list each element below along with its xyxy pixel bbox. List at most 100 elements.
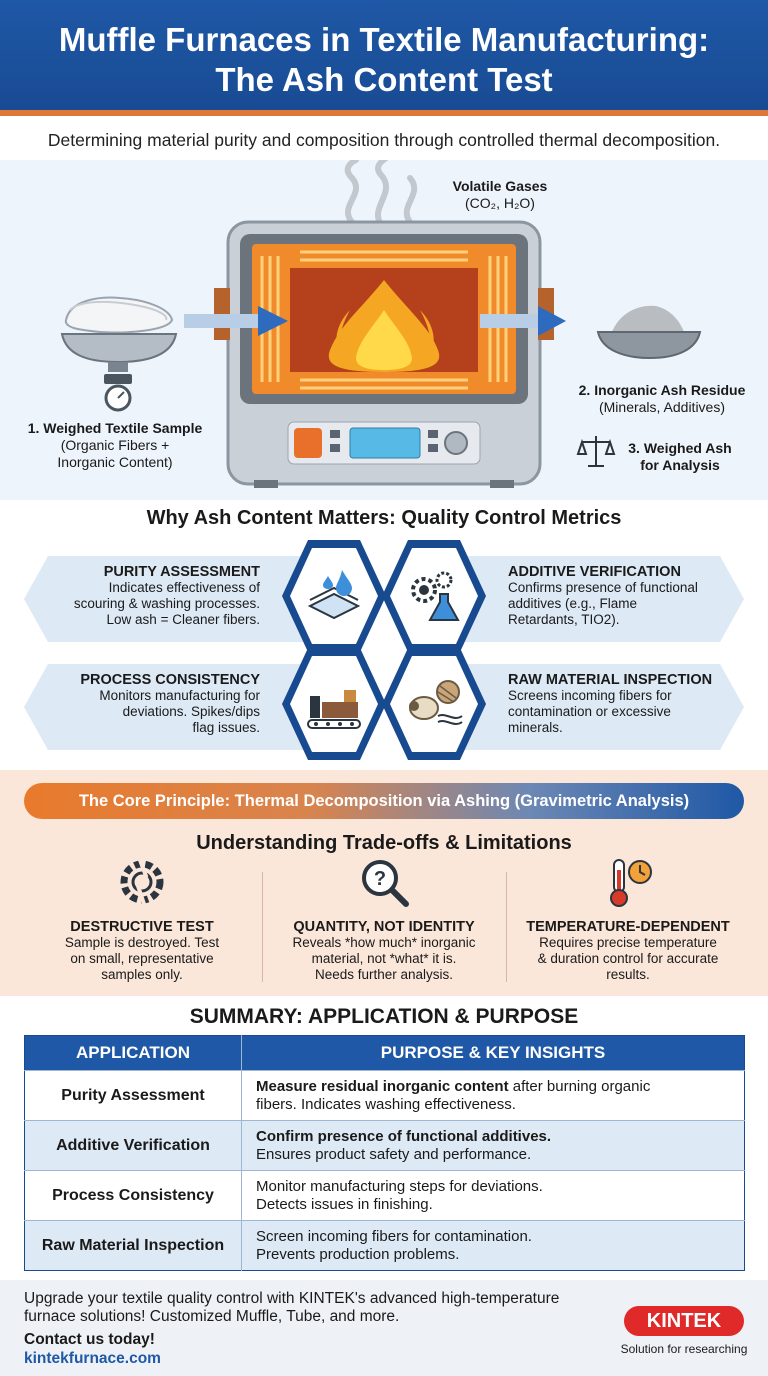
smoke-icon xyxy=(344,160,418,229)
title-line-1: Muffle Furnaces in Textile Manufacturing… xyxy=(58,21,710,58)
row-purpose-bold: Measure residual inorganic content xyxy=(256,1077,509,1095)
row-purpose: Screen incoming fibers for contamination… xyxy=(241,1220,745,1271)
process-card-text: PROCESS CONSISTENCY Monitors manufacturi… xyxy=(64,672,260,736)
svg-text:?: ? xyxy=(374,868,386,890)
row-purpose-line-2: fibers. Indicates washing effectiveness. xyxy=(256,1095,516,1113)
table-row: Process Consistency Monitor manufacturin… xyxy=(24,1170,745,1221)
step-3-label: 3. Weighed Ash for Analysis xyxy=(620,440,740,474)
title-line-2: The Ash Content Test xyxy=(215,61,553,98)
row-purpose: Measure residual inorganic content after… xyxy=(241,1070,745,1121)
website-link[interactable]: kintekfurnace.com xyxy=(24,1350,161,1367)
table-row: Additive Verification Confirm presence o… xyxy=(24,1120,745,1171)
purity-title: PURITY ASSESSMENT xyxy=(103,564,260,580)
tradeoff-quantity-line-2: material, not *what* it is. xyxy=(311,951,457,966)
step-3-line-2: for Analysis xyxy=(640,457,720,473)
row-purpose-line-2: Prevents production problems. xyxy=(256,1245,460,1263)
tradeoff-destructive: DESTRUCTIVE TEST Sample is destroyed. Te… xyxy=(22,856,262,983)
additive-line-3: Retardants, TIO2). xyxy=(508,612,620,627)
process-line-2: deviations. Spikes/dips xyxy=(122,704,260,719)
raw-title: RAW MATERIAL INSPECTION xyxy=(508,672,713,688)
muffle-furnace-icon xyxy=(214,220,554,488)
row-purpose-line-2: Ensures product safety and performance. xyxy=(256,1145,532,1163)
col-purpose-header: PURPOSE & KEY INSIGHTS xyxy=(241,1035,745,1071)
broken-gear-icon xyxy=(120,859,164,905)
arrow-in-icon xyxy=(184,306,288,336)
hex-process xyxy=(282,648,386,760)
process-card xyxy=(24,664,324,750)
raw-line-1: Screens incoming fibers for xyxy=(508,688,672,703)
textile-sample-icon xyxy=(60,296,178,372)
row-purpose-bold: Confirm presence of functional additives… xyxy=(256,1127,552,1145)
step-1-title: 1. Weighed Textile Sample xyxy=(27,420,203,436)
tradeoff-temperature-line-3: results. xyxy=(606,967,650,982)
step-1-label: 1. Weighed Textile Sample (Organic Fiber… xyxy=(10,420,220,471)
tradeoff-temperature-line-2: & duration control for accurate xyxy=(537,951,719,966)
purity-line-1: Indicates effectiveness of xyxy=(108,580,260,595)
row-application: Process Consistency xyxy=(24,1170,242,1221)
additive-title: ADDITIVE VERIFICATION xyxy=(508,564,681,580)
row-purpose: Monitor manufacturing steps for deviatio… xyxy=(241,1170,745,1221)
gear-flask-icon xyxy=(411,571,460,621)
additive-card xyxy=(444,556,744,642)
tradeoff-destructive-line-3: samples only. xyxy=(101,967,183,982)
hex-purity xyxy=(282,540,386,652)
water-drop-cloth-icon xyxy=(307,570,361,620)
balance-scale-icon xyxy=(576,436,616,467)
table-row: Raw Material Inspection Screen incoming … xyxy=(24,1220,745,1271)
step-1-sub-line-2: Inorganic Content) xyxy=(57,454,173,470)
process-line-3: flag issues. xyxy=(192,720,260,735)
purity-card-text: PURITY ASSESSMENT Indicates effectivenes… xyxy=(64,564,260,628)
row-purpose-line-2: Detects issues in finishing. xyxy=(256,1195,433,1213)
footer-cta-line-2: furnace solutions! Customized Muffle, Tu… xyxy=(24,1308,400,1325)
tradeoff-temperature-title: TEMPERATURE-DEPENDENT xyxy=(526,919,730,935)
summary-title: SUMMARY: APPLICATION & PURPOSE xyxy=(189,1005,579,1028)
step-2-label: 2. Inorganic Ash Residue (Minerals, Addi… xyxy=(562,382,762,416)
tradeoff-destructive-line-2: on small, representative xyxy=(70,951,214,966)
row-purpose-rest: Monitor manufacturing steps for deviatio… xyxy=(256,1177,543,1195)
tradeoff-divider-2 xyxy=(506,872,507,982)
tradeoff-divider-1 xyxy=(262,872,263,982)
page-subtitle: Determining material purity and composit… xyxy=(47,130,721,150)
header-banner xyxy=(0,0,768,116)
weighing-scale-icon xyxy=(104,374,132,412)
additive-card-text: ADDITIVE VERIFICATION Confirms presence … xyxy=(508,564,728,628)
step-2-sub: (Minerals, Additives) xyxy=(598,399,726,415)
footer-cta-line-1: Upgrade your textile quality control wit… xyxy=(24,1290,560,1307)
magnifier-question-icon: ? xyxy=(362,860,409,907)
page-title: Muffle Furnaces in Textile Manufacturing… xyxy=(0,20,768,100)
tradeoff-quantity-line-1: Reveals *how much* inorganic xyxy=(292,935,476,950)
row-application: Purity Assessment xyxy=(24,1070,242,1121)
tradeoff-destructive-title: DESTRUCTIVE TEST xyxy=(70,919,214,935)
tradeoff-quantity-title: QUANTITY, NOT IDENTITY xyxy=(293,919,475,935)
logo-tagline: Solution for researching xyxy=(620,1342,748,1356)
additive-line-2: additives (e.g., Flame xyxy=(508,596,638,611)
raw-material-card xyxy=(444,664,744,750)
row-purpose-rest: Screen incoming fibers for contamination… xyxy=(256,1227,532,1245)
volatile-gases-title: Volatile Gases xyxy=(452,178,548,194)
table-row: Purity Assessment Measure residual inorg… xyxy=(24,1070,745,1121)
hex-additive xyxy=(382,540,486,652)
volatile-gases-sub: (CO₂, H₂O) xyxy=(465,195,535,211)
step-3-line-1: 3. Weighed Ash xyxy=(628,440,732,456)
arrow-out-icon xyxy=(480,306,566,336)
sheep-yarn-icon xyxy=(409,680,463,725)
raw-line-3: minerals. xyxy=(508,720,563,735)
summary-table: APPLICATION PURPOSE & KEY INSIGHTS Purit… xyxy=(24,1035,745,1271)
metrics-heading: Why Ash Content Matters: Quality Control… xyxy=(146,507,622,529)
tradeoff-temperature: TEMPERATURE-DEPENDENT Requires precise t… xyxy=(508,856,748,983)
tradeoff-temperature-line-1: Requires precise temperature xyxy=(539,935,717,950)
col-application-header: APPLICATION xyxy=(24,1035,242,1071)
tradeoff-destructive-line-1: Sample is destroyed. Test xyxy=(64,935,220,950)
step-1-sub-line-1: (Organic Fibers + xyxy=(60,437,170,453)
hex-raw-material xyxy=(382,648,486,760)
row-purpose-rest: after burning organic xyxy=(508,1077,651,1095)
volatile-gases-label: Volatile Gases (CO₂, H₂O) xyxy=(420,178,580,212)
kintek-logo: KINTEK xyxy=(624,1306,744,1336)
purity-line-2: scouring & washing processes. xyxy=(73,596,260,611)
step-2-title: 2. Inorganic Ash Residue xyxy=(578,382,746,398)
footer-cta: Upgrade your textile quality control wit… xyxy=(24,1290,604,1326)
ashing-process-diagram xyxy=(60,160,702,488)
row-application: Additive Verification xyxy=(24,1120,242,1171)
flame-icon xyxy=(328,280,440,372)
raw-material-card-text: RAW MATERIAL INSPECTION Screens incoming… xyxy=(508,672,728,736)
